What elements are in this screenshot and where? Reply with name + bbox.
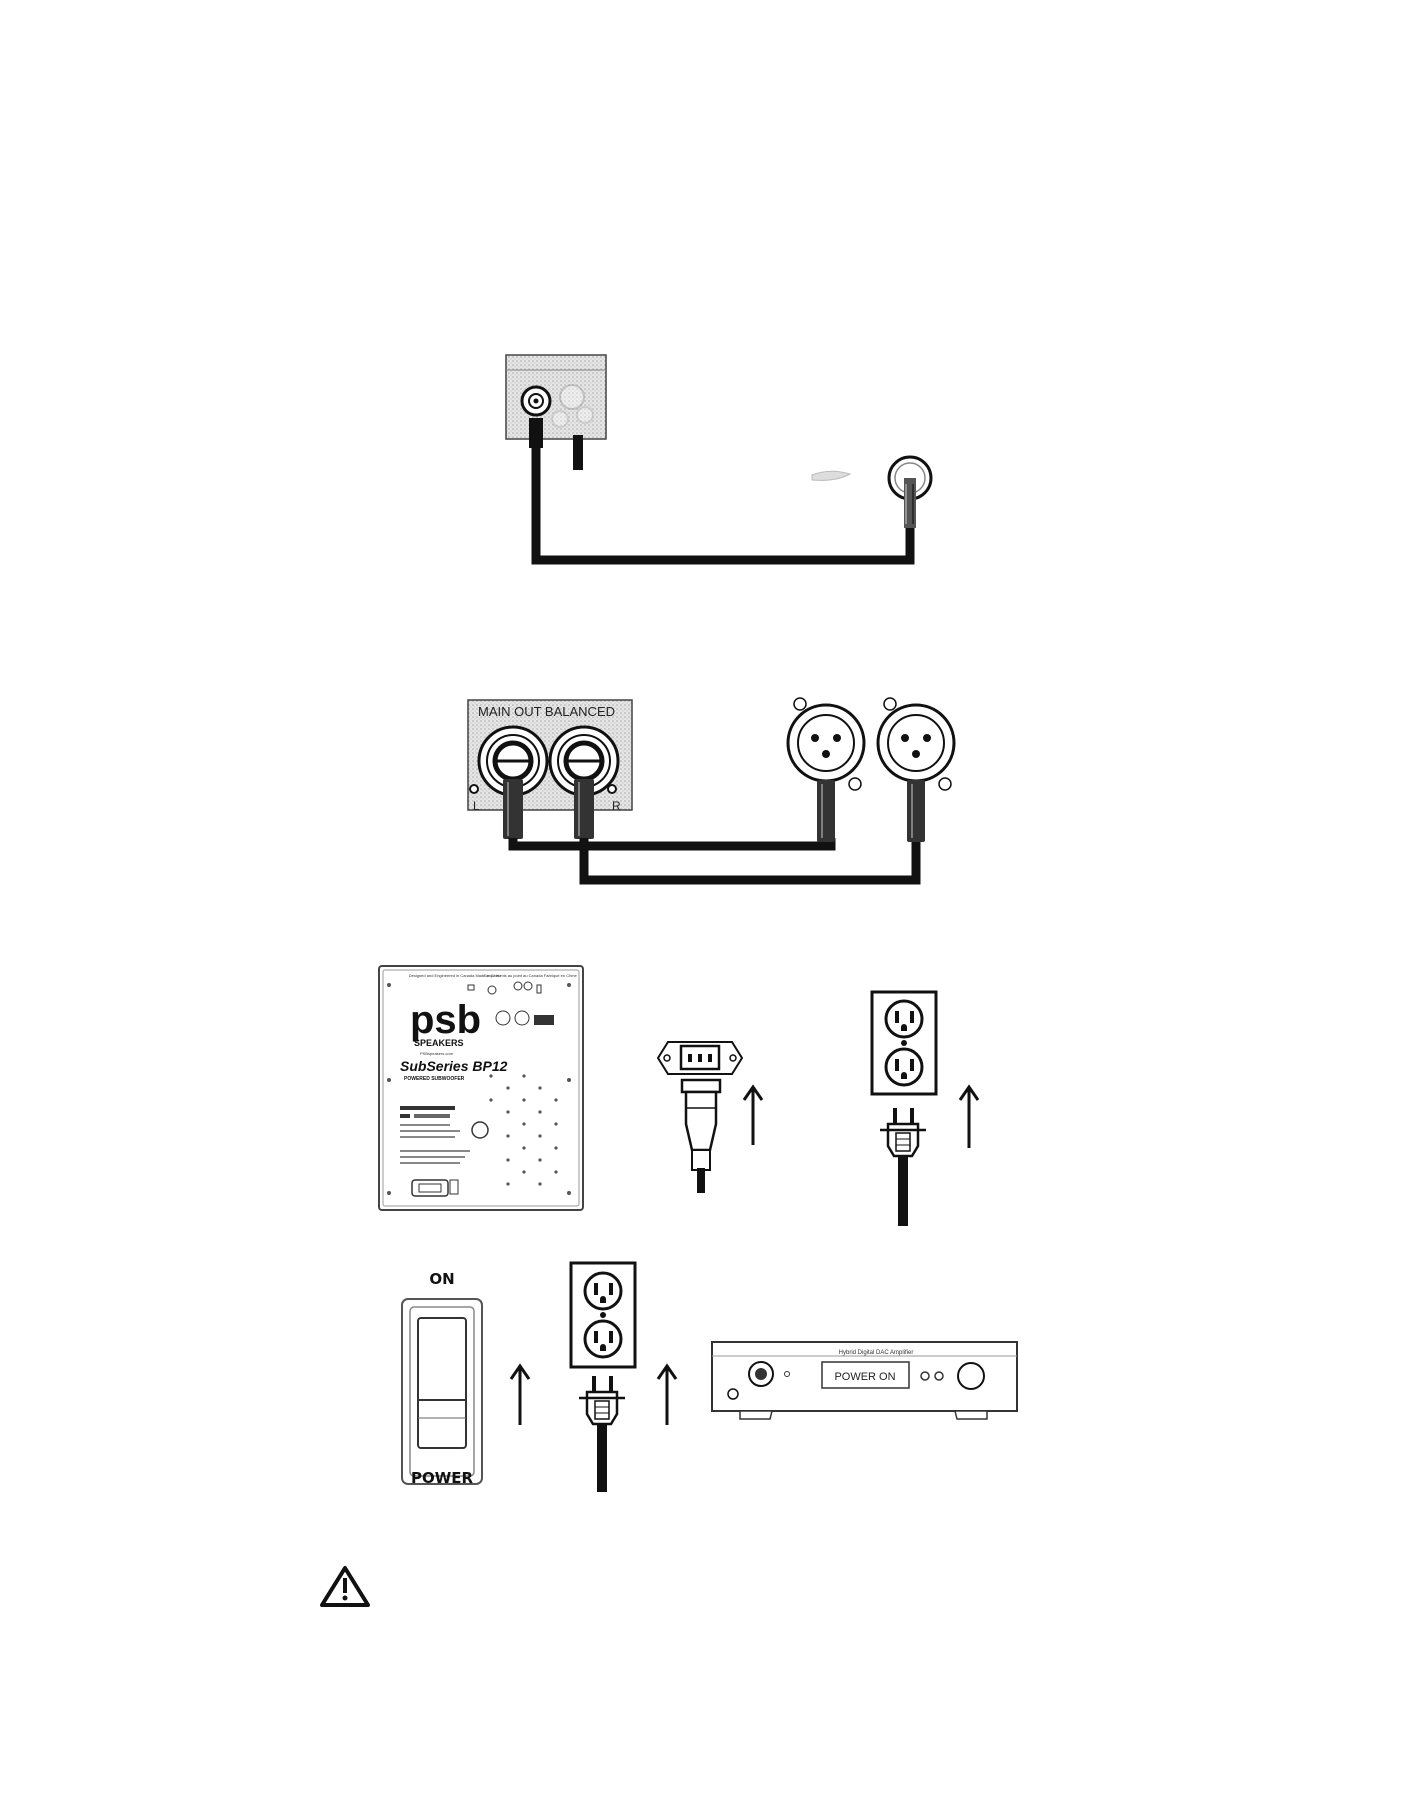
power-outlet-icon bbox=[571, 1263, 635, 1367]
sub-model-sub: POWERED SUBWOOFER bbox=[404, 1076, 465, 1082]
rca-connector-icon bbox=[889, 457, 931, 528]
power-plug bbox=[579, 1376, 625, 1492]
xlr-connection-section: MAIN OUT BALANCED L R bbox=[468, 698, 954, 880]
xlr-connector-icon bbox=[788, 698, 864, 842]
amplifier-display-text: POWER ON bbox=[834, 1371, 895, 1383]
power-on-section: ON POWER bbox=[402, 1263, 1017, 1492]
rca-jack bbox=[522, 387, 550, 415]
balanced-right-label: R bbox=[612, 799, 621, 813]
iec-plug bbox=[682, 1080, 720, 1193]
xlr-connector-icon bbox=[878, 698, 954, 842]
balanced-left-label: L bbox=[473, 799, 480, 813]
rca-connection-section bbox=[506, 355, 931, 560]
amplifier: Hybrid Digital DAC Amplifier POWER ON bbox=[712, 1342, 1017, 1419]
iec-socket-icon bbox=[658, 1042, 742, 1074]
volume-knob[interactable] bbox=[958, 1363, 984, 1389]
sub-website: PSBspeakers.com bbox=[420, 1051, 454, 1056]
xlr-cable-left bbox=[513, 838, 831, 846]
switch-on-label: ON bbox=[429, 1270, 454, 1288]
psb-logo: psb bbox=[410, 998, 481, 1042]
warning-icon bbox=[322, 1568, 368, 1605]
power-outlet-icon bbox=[872, 992, 936, 1094]
balanced-panel-title: MAIN OUT BALANCED bbox=[478, 704, 615, 719]
rca-plug-stub bbox=[573, 435, 583, 470]
rca-cable bbox=[536, 448, 910, 560]
rca-plug bbox=[529, 418, 543, 448]
subwoofer-rear-panel: Designed and Engineered in Canada Made i… bbox=[379, 966, 583, 1210]
sub-model: SubSeries BP12 bbox=[400, 1058, 508, 1074]
psb-logo-sub: SPEAKERS bbox=[414, 1038, 464, 1048]
power-plug bbox=[880, 1108, 926, 1226]
xlr-plug-left bbox=[503, 779, 523, 839]
switch-power-label: POWER bbox=[411, 1469, 474, 1487]
xlr-plug-right bbox=[574, 779, 594, 839]
power-switch[interactable] bbox=[402, 1299, 482, 1484]
sub-header-right: Conçu et mis au point au Canada Fabriqué… bbox=[483, 973, 577, 978]
power-connection-section: Designed and Engineered in Canada Made i… bbox=[379, 966, 978, 1226]
amplifier-title: Hybrid Digital DAC Amplifier bbox=[839, 1350, 914, 1356]
